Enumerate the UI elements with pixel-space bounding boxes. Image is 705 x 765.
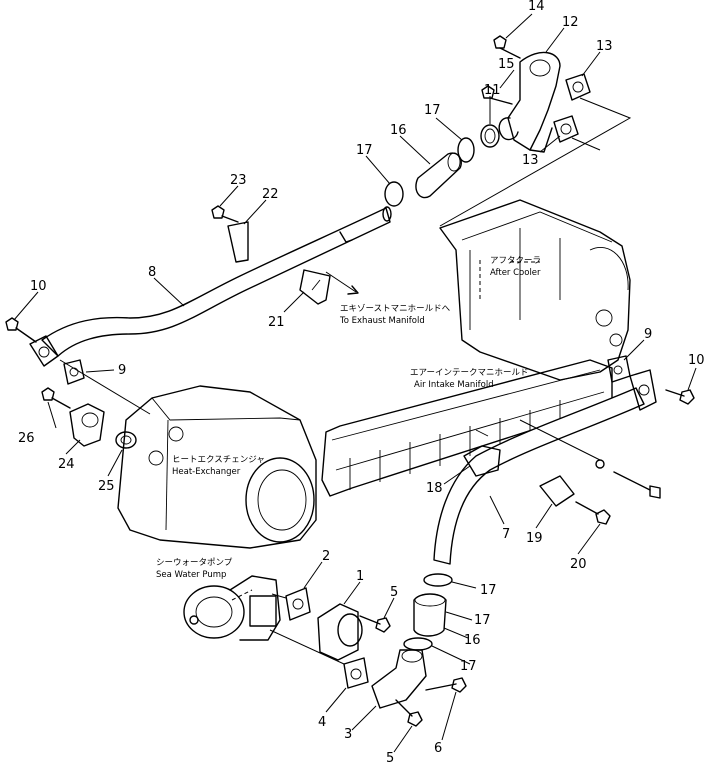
callout-16-lower: 16	[464, 633, 481, 648]
heat-exchanger-label-jp: ヒートエクスチェンジャ	[172, 455, 265, 465]
sea-water-pump-label-en: Sea Water Pump	[156, 570, 226, 580]
callout-5-upper: 5	[390, 585, 398, 600]
bolt-long-20	[595, 459, 661, 499]
callout-23: 23	[230, 173, 247, 188]
gasket-9-left	[63, 359, 85, 385]
callout-10-left: 10	[30, 279, 47, 294]
elbow-3	[371, 649, 427, 709]
intake-label-jp: エアーインテークマニホールド	[410, 368, 529, 378]
bolt-20	[575, 501, 611, 525]
sea-water-pump	[183, 575, 281, 641]
gasket-13-lower	[553, 115, 579, 143]
callout-17-top-right: 17	[424, 103, 441, 118]
after-cooler-label-en: After Cooler	[490, 268, 541, 278]
callout-17-mid-b: 17	[474, 613, 491, 628]
clamp-17-mid-top	[423, 573, 453, 587]
callout-9-right: 9	[644, 327, 652, 342]
heat-exchanger-label-en: Heat-Exchanger	[172, 467, 241, 477]
intake-label-en: Air Intake Manifold	[414, 380, 494, 390]
callout-5-lower: 5	[386, 751, 394, 765]
gasket-2	[285, 587, 311, 621]
exhaust-label-jp: エキゾーストマニホールドへ	[340, 304, 451, 314]
callout-4: 4	[318, 715, 326, 730]
callout-17-mid-c: 17	[460, 659, 477, 674]
exhaust-label-en: To Exhaust Manifold	[339, 316, 425, 326]
callout-7: 7	[502, 527, 510, 542]
after-cooler-body	[439, 199, 631, 381]
pipe-7	[433, 369, 657, 565]
sea-water-pump-label-jp: シーウォータポンプ	[156, 558, 233, 568]
callout-14: 14	[528, 0, 545, 14]
callout-21: 21	[268, 315, 285, 330]
gasket-13-upper	[565, 73, 591, 101]
water-connector-12	[498, 51, 561, 153]
bolt-26	[41, 387, 71, 409]
callout-26: 26	[18, 431, 35, 446]
clamp-22	[227, 221, 249, 263]
callout-18: 18	[426, 481, 443, 496]
callout-12: 12	[562, 15, 579, 30]
callout-24: 24	[58, 457, 75, 472]
bolt-10-right	[665, 389, 695, 405]
callout-16-upper: 16	[390, 123, 407, 138]
callout-22: 22	[262, 187, 279, 202]
callout-2: 2	[322, 549, 330, 564]
callout-1: 1	[356, 569, 364, 584]
annotation-labels: アフタクーラ After Cooler エキゾーストマニホールドへ To Exh…	[156, 256, 541, 580]
callout-15: 15	[498, 57, 515, 72]
bolt-14	[493, 35, 521, 59]
bolt-6	[425, 677, 467, 693]
callout-3: 3	[344, 727, 352, 742]
callout-13-upper: 13	[596, 39, 613, 54]
gasket-9-right	[607, 355, 631, 383]
callout-20: 20	[570, 557, 587, 572]
callout-numbers: 14 12 13 15 11 17 16 17 13 23 22 8 10 21…	[18, 0, 705, 765]
callout-9-left: 9	[118, 363, 126, 378]
bolt-5-upper	[359, 615, 391, 633]
clamp-17-top-left	[384, 181, 404, 207]
clamp-17-top-right	[457, 137, 475, 163]
callout-11: 11	[484, 83, 501, 98]
bracket-21	[299, 269, 331, 305]
heat-exchanger	[117, 385, 317, 549]
callout-17-top-left: 17	[356, 143, 373, 158]
callout-17-mid-a: 17	[480, 583, 497, 598]
callout-8: 8	[148, 265, 156, 280]
bracket-18	[463, 429, 501, 477]
elbow-1	[317, 603, 363, 661]
bolt-23	[211, 205, 239, 223]
callout-19: 19	[526, 531, 543, 546]
callout-6: 6	[434, 741, 442, 756]
clamp-19	[539, 475, 575, 507]
leader-lines	[13, 13, 697, 753]
after-cooler-label-jp: アフタクーラ	[490, 256, 541, 266]
gasket-4	[343, 657, 369, 689]
ring-11	[480, 124, 500, 148]
elbow-24	[69, 403, 105, 447]
callout-25: 25	[98, 479, 115, 494]
bolt-5-lower	[395, 699, 423, 727]
callout-10-right: 10	[688, 353, 705, 368]
hose-16-lower	[413, 593, 447, 637]
clamp-17-mid-bottom	[403, 637, 433, 651]
bolt-15	[481, 85, 513, 105]
hose-16-upper	[415, 152, 462, 199]
gasket-25	[115, 431, 137, 449]
callout-13-lower: 13	[522, 153, 539, 168]
pipe-8	[29, 206, 392, 367]
bolt-10-left	[5, 317, 37, 343]
